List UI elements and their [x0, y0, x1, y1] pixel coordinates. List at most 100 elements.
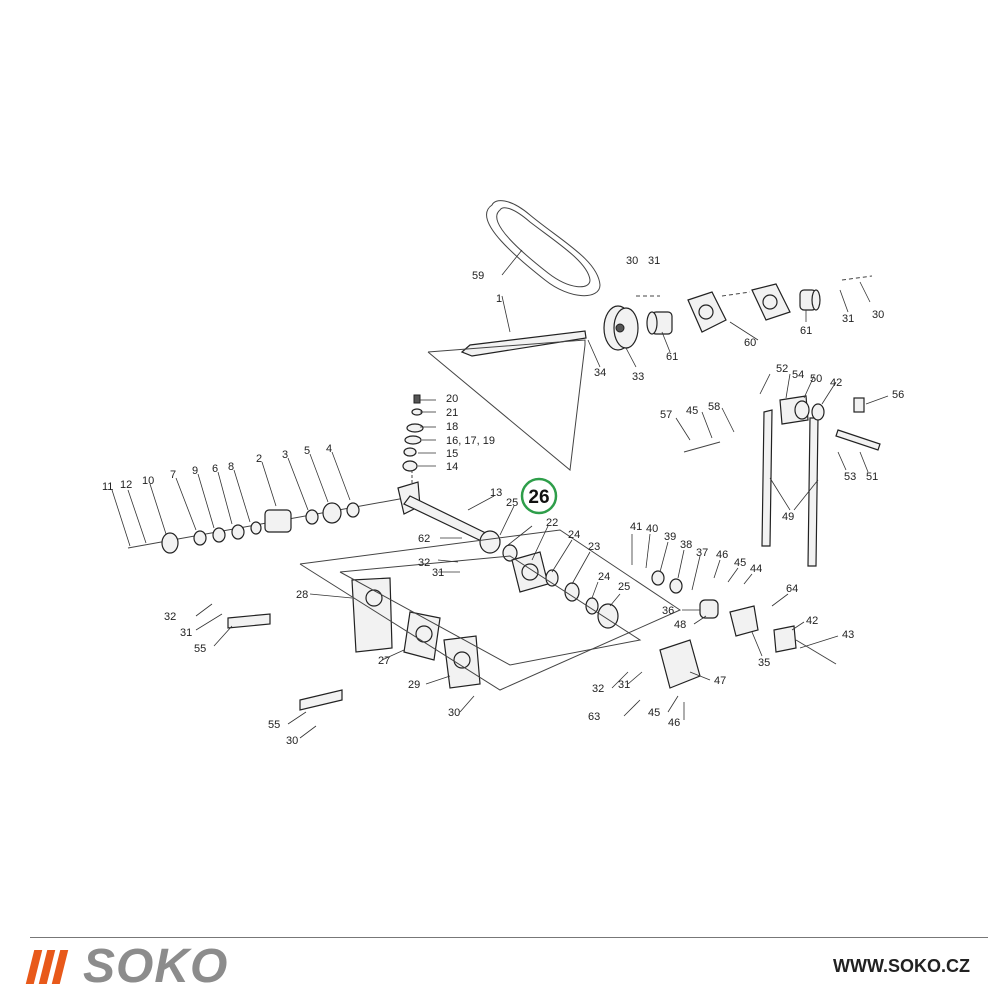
- label-13: 13: [490, 487, 502, 499]
- label-3: 3: [282, 449, 288, 461]
- upper-shaft: [427, 330, 587, 471]
- label-58: 58: [708, 401, 720, 413]
- label-20: 20: [446, 393, 458, 405]
- label-31: 31: [618, 679, 630, 691]
- label-6: 6: [212, 463, 218, 475]
- label-31: 31: [180, 627, 192, 639]
- label-33: 33: [632, 371, 644, 383]
- stacked-parts-14-20: [402, 394, 424, 485]
- label-60: 60: [744, 337, 756, 349]
- exploded-parts-diagram: 59 1 30 31 34 33 61 60 61 31 30 20 21 18…: [102, 200, 904, 747]
- label-18: 18: [446, 421, 458, 433]
- label-57: 57: [660, 409, 672, 421]
- label-59: 59: [472, 270, 484, 282]
- label-52: 52: [776, 363, 788, 375]
- label-46: 46: [668, 717, 680, 729]
- vertical-arms: [683, 395, 881, 567]
- logo-stripe: [51, 950, 69, 984]
- label-9: 9: [192, 465, 198, 477]
- label-35: 35: [758, 657, 770, 669]
- right-lower-assembly: [651, 570, 837, 689]
- label-11: 11: [102, 481, 113, 493]
- label-46: 46: [716, 549, 728, 561]
- label-28: 28: [296, 589, 308, 601]
- label-30: 30: [448, 707, 460, 719]
- label-29: 29: [408, 679, 420, 691]
- highlight-circle: [520, 477, 558, 515]
- label-42: 42: [806, 615, 818, 627]
- label-10: 10: [142, 475, 154, 487]
- label-50: 50: [810, 373, 822, 385]
- label-12: 12: [120, 479, 132, 491]
- highlight-part-26[interactable]: 26: [520, 477, 558, 515]
- label-47: 47: [714, 675, 726, 687]
- label-8: 8: [228, 461, 234, 473]
- label-61: 61: [800, 325, 812, 337]
- label-39: 39: [664, 531, 676, 543]
- label-45: 45: [686, 405, 698, 417]
- part-labels: 59 1 30 31 34 33 61 60 61 31 30 20 21 18…: [102, 255, 904, 747]
- label-43: 43: [842, 629, 854, 641]
- leader-lines: [111, 249, 889, 739]
- label-31: 31: [842, 313, 854, 325]
- label-22: 22: [546, 517, 558, 529]
- label-63: 63: [588, 711, 600, 723]
- flange-housing-60a: [687, 291, 727, 333]
- label-56: 56: [892, 389, 904, 401]
- label-25: 25: [618, 581, 630, 593]
- label-62: 62: [418, 533, 430, 545]
- label-41: 41: [630, 521, 642, 533]
- pulley-33: [603, 305, 639, 351]
- label-21: 21: [446, 407, 458, 419]
- label-45: 45: [734, 557, 746, 569]
- label-51: 51: [866, 471, 878, 483]
- label-36: 36: [662, 605, 674, 617]
- label-30: 30: [872, 309, 884, 321]
- footer-divider: [30, 937, 988, 938]
- label-2: 2: [256, 453, 262, 465]
- label-32: 32: [418, 557, 430, 569]
- bearing-assembly: [511, 551, 619, 629]
- label-27: 27: [378, 655, 390, 667]
- label-15: 15: [446, 448, 458, 460]
- label-24: 24: [598, 571, 610, 583]
- label-16-17-19: 16, 17, 19: [446, 435, 495, 447]
- label-32: 32: [592, 683, 604, 695]
- label-61: 61: [666, 351, 678, 363]
- flange-housing-60b: [751, 283, 791, 321]
- bearing-61: [646, 311, 673, 335]
- website-url[interactable]: WWW.SOKO.CZ: [833, 956, 970, 976]
- label-7: 7: [170, 469, 176, 481]
- label-32: 32: [164, 611, 176, 623]
- highlight-label: 26: [528, 487, 549, 508]
- left-shaft-assembly: [127, 481, 518, 562]
- label-54: 54: [792, 369, 804, 381]
- soko-logo: SOKO: [25, 940, 229, 993]
- label-24: 24: [568, 529, 580, 541]
- label-5: 5: [304, 445, 310, 457]
- label-31: 31: [432, 567, 444, 579]
- bearing-61b: [799, 289, 821, 311]
- label-34: 34: [594, 367, 606, 379]
- label-23: 23: [588, 541, 600, 553]
- mounting-plates: [227, 529, 682, 711]
- label-42: 42: [830, 377, 842, 389]
- label-64: 64: [786, 583, 798, 595]
- label-40: 40: [646, 523, 658, 535]
- label-37: 37: [696, 547, 708, 559]
- label-1: 1: [496, 293, 502, 305]
- label-55: 55: [268, 719, 280, 731]
- label-48: 48: [674, 619, 686, 631]
- brand-name: SOKO: [83, 940, 229, 993]
- label-30: 30: [286, 735, 298, 747]
- label-31: 31: [648, 255, 660, 267]
- drive-belt: [486, 200, 601, 297]
- label-53: 53: [844, 471, 856, 483]
- label-44: 44: [750, 563, 762, 575]
- label-55: 55: [194, 643, 206, 655]
- label-45: 45: [648, 707, 660, 719]
- label-4: 4: [326, 443, 332, 455]
- label-25: 25: [506, 497, 518, 509]
- label-38: 38: [680, 539, 692, 551]
- label-49: 49: [782, 511, 794, 523]
